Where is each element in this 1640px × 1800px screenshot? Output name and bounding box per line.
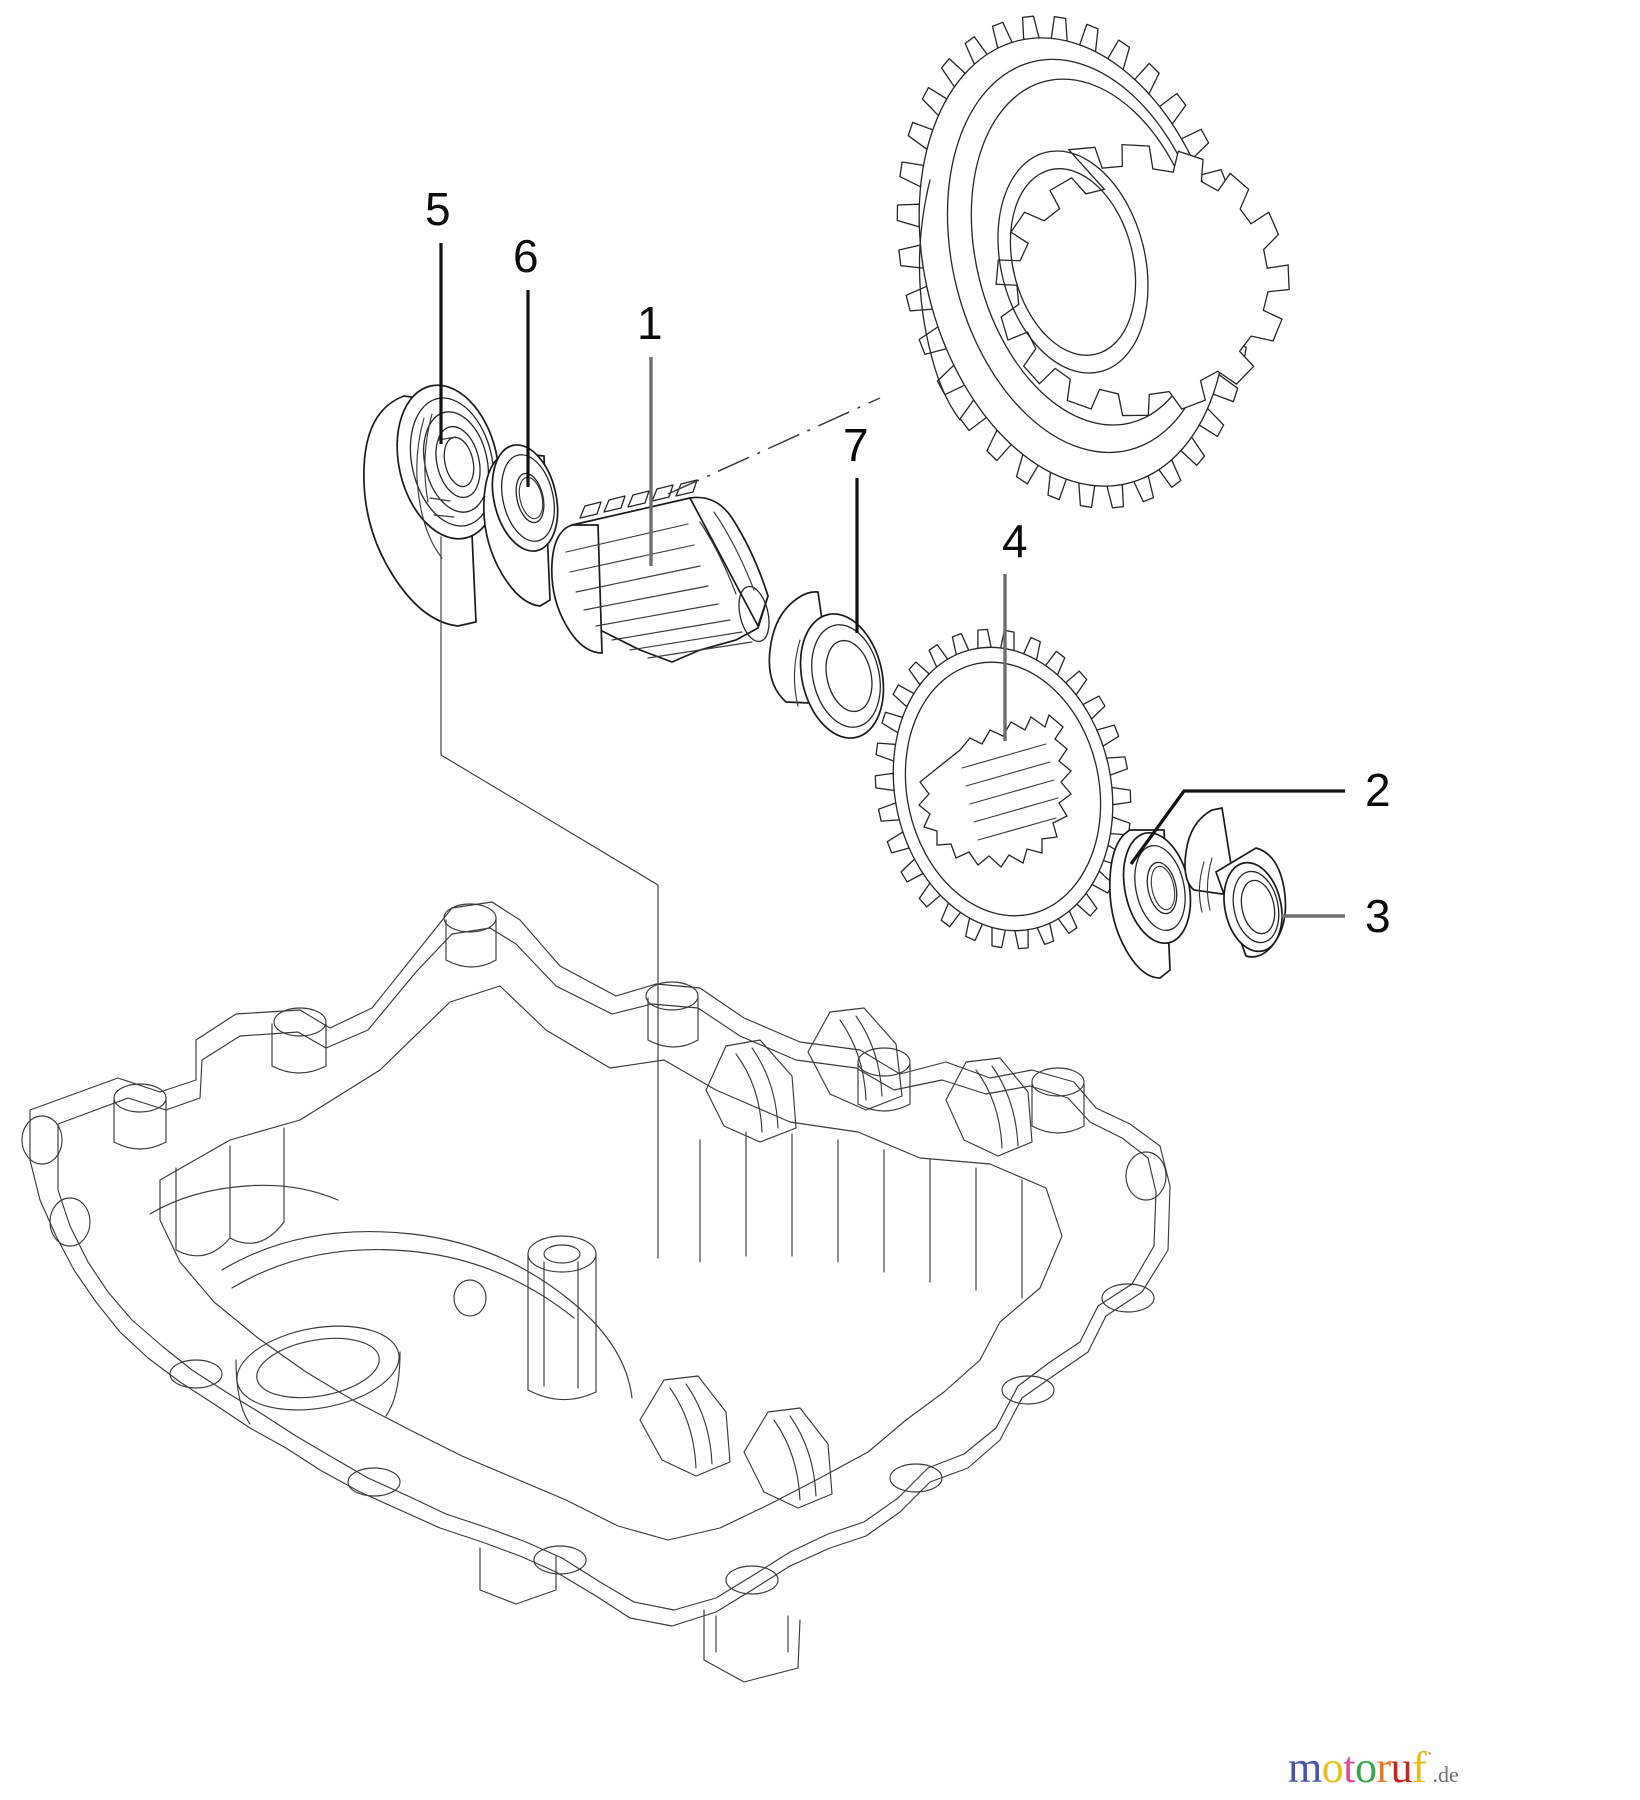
callout-7: 7 [843, 419, 869, 471]
callout-6: 6 [513, 230, 539, 282]
assembly-centerline [667, 397, 881, 495]
leader-2 [1129, 789, 1345, 865]
transaxle-housing [21, 901, 1171, 1683]
watermark-letter-u: u [1390, 1743, 1413, 1792]
leader-5-lower [440, 536, 659, 1259]
reduction-gear-part-4 [874, 628, 1132, 950]
ball-bearing-part-5 [363, 384, 500, 627]
watermark-letter-r: r [1376, 1743, 1391, 1792]
flat-washer-part-6 [482, 444, 559, 607]
splined-input-shaft-part-1 [550, 479, 770, 663]
needle-bearing-part-7 [768, 591, 885, 739]
watermark-letter-o1: o [1321, 1743, 1344, 1792]
watermark-suffix: .de [1432, 1762, 1459, 1787]
watermark-letter-o2: o [1354, 1743, 1377, 1792]
callout-4: 4 [1002, 515, 1028, 567]
callout-5: 5 [425, 183, 451, 235]
thrust-washer-part-2 [1108, 829, 1192, 979]
watermark-letter-f: f [1412, 1743, 1427, 1792]
callout-1: 1 [637, 297, 663, 349]
callout-3: 3 [1365, 890, 1391, 942]
callout-2: 2 [1365, 764, 1391, 816]
gear-hub-spline [918, 713, 1072, 868]
motoruf-watermark: motoruf·.de [1288, 1742, 1459, 1793]
leader-lines [439, 243, 1345, 1259]
ring-gear-assembly [896, 15, 1290, 509]
bushing-part-3 [1184, 806, 1287, 958]
watermark-letter-m: m [1288, 1743, 1322, 1792]
watermark-letter-t: t [1343, 1743, 1355, 1792]
watermark-dot-icon: · [1426, 1743, 1433, 1765]
